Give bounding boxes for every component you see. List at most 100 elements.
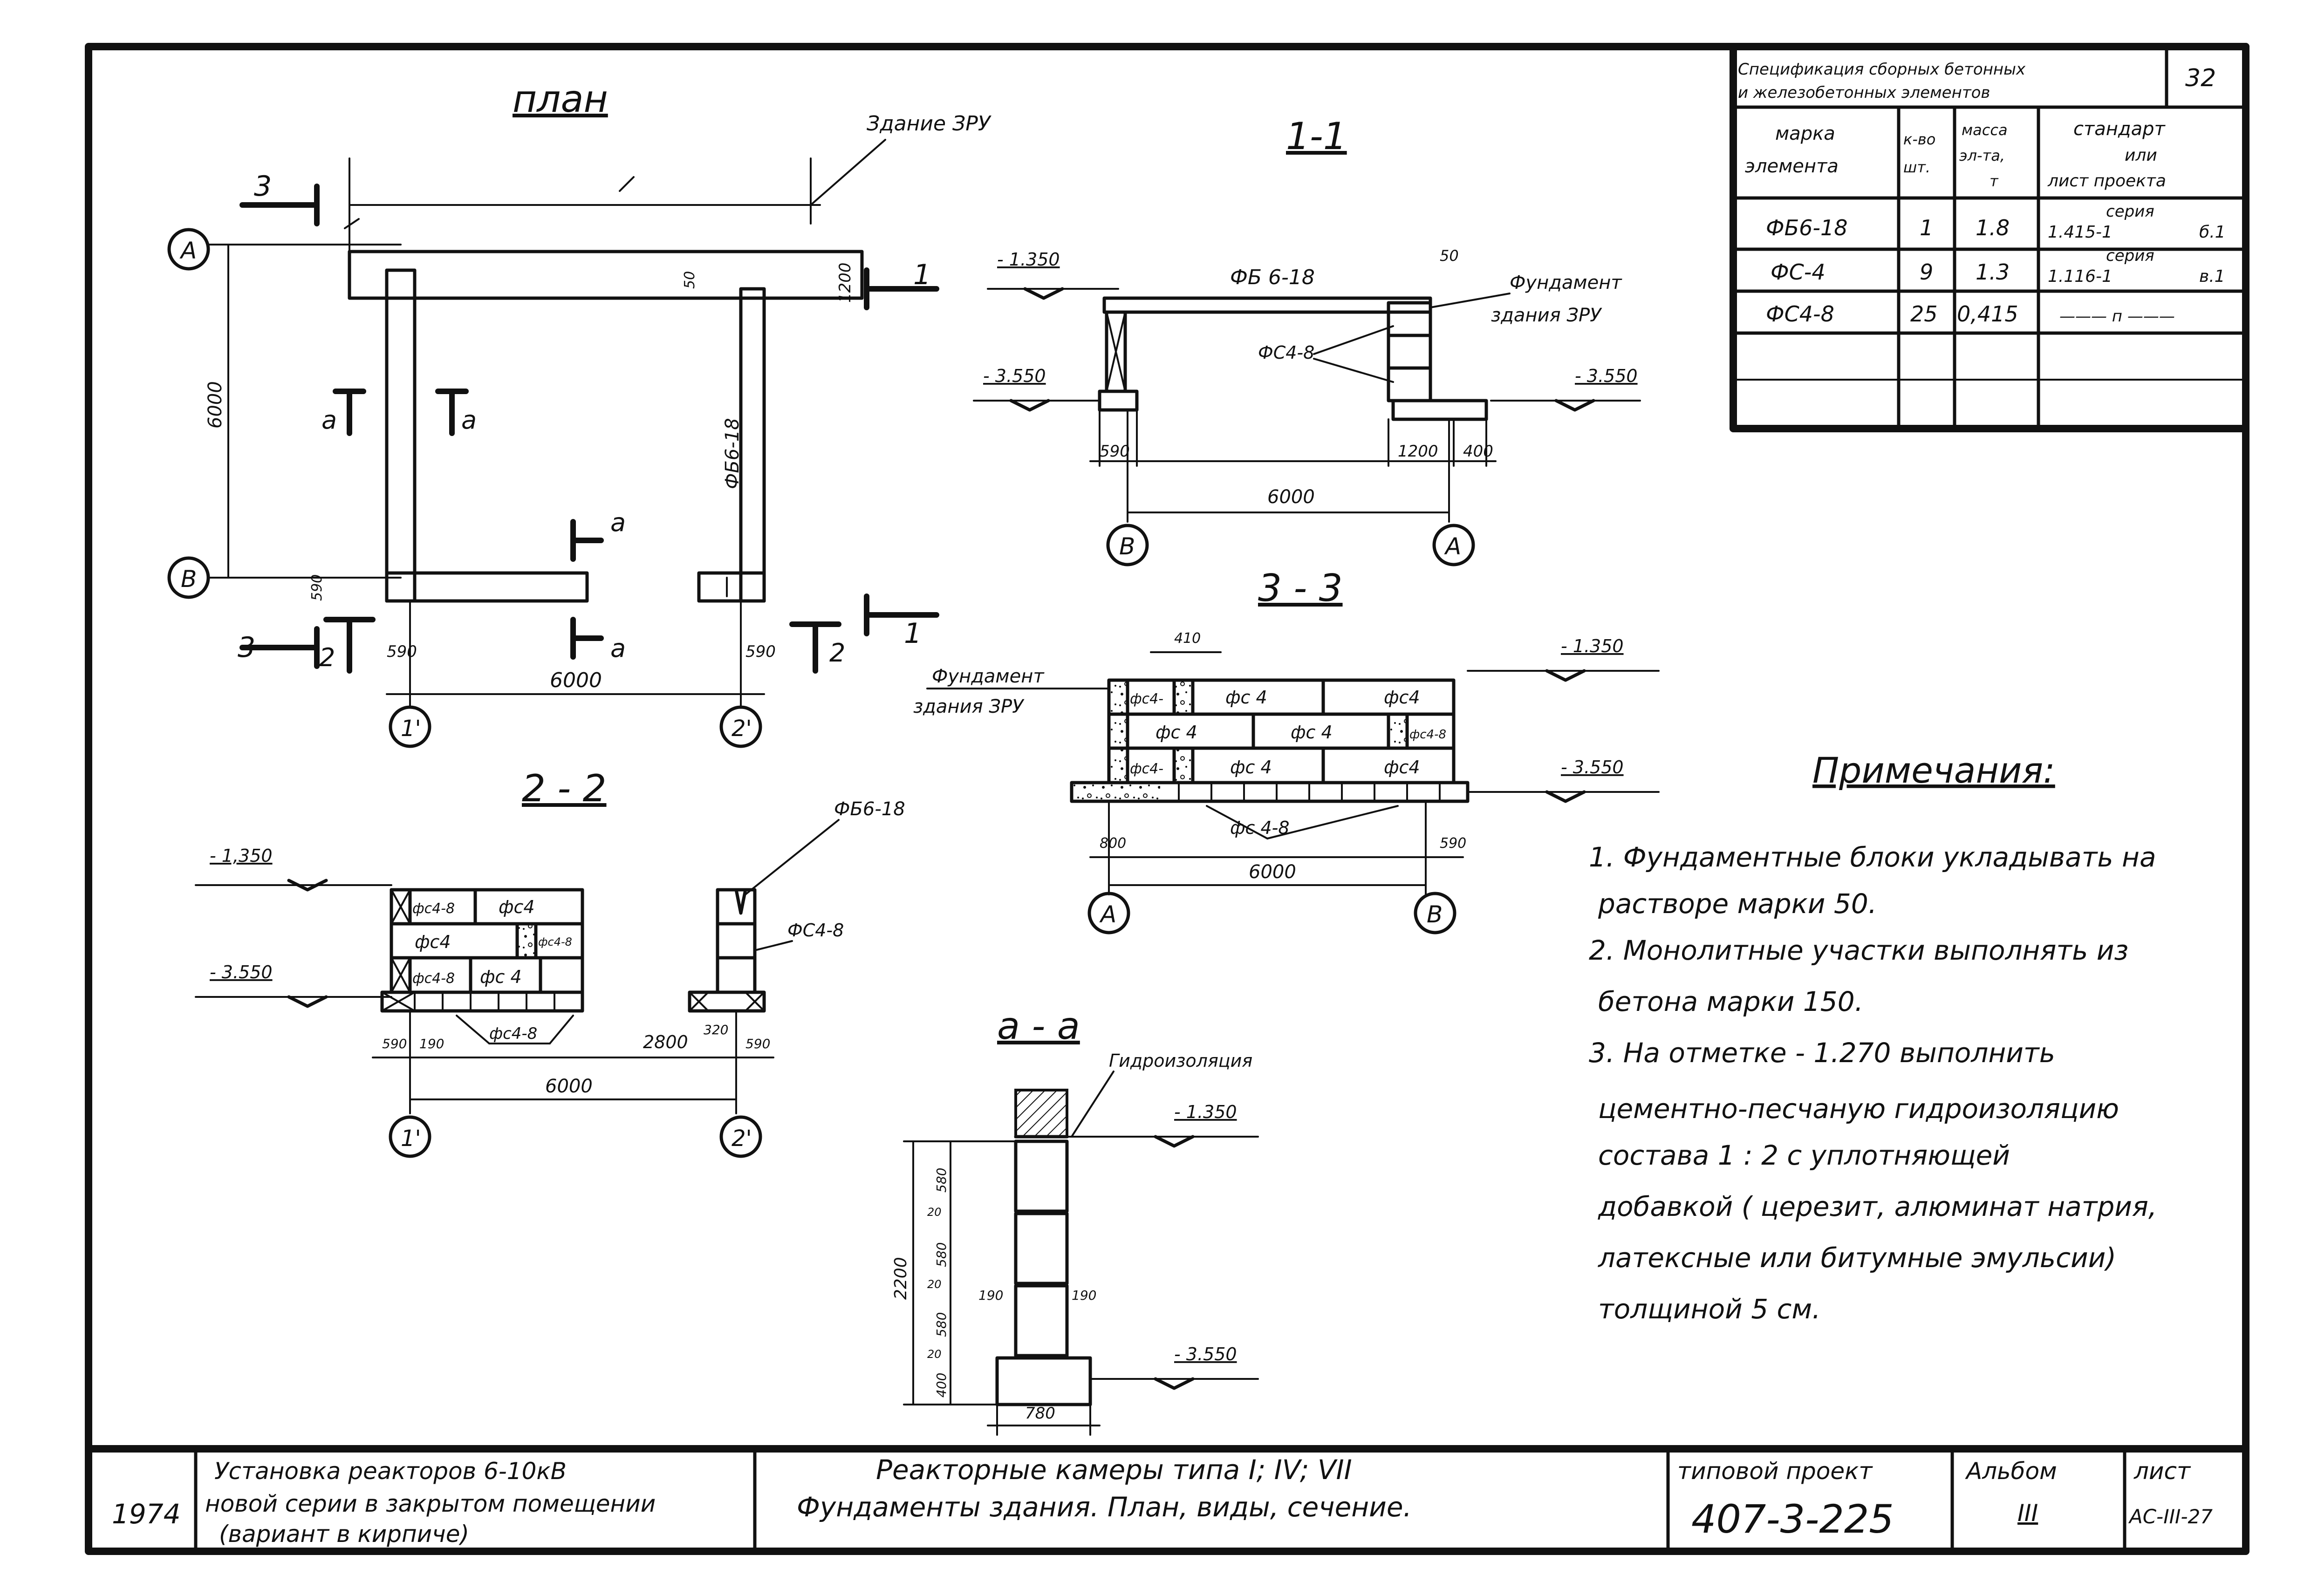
s22-right-pier [716, 888, 757, 994]
right-wall [739, 287, 766, 603]
plan-dim-590-r: 590 [745, 642, 776, 661]
note-line: бетона марки 150. [1598, 986, 1863, 1017]
section-a-a-title: а - а [997, 1004, 1080, 1048]
s33-axis-A: А [1099, 901, 1116, 928]
title-block: 1974 Установка реакторов 6-10кВ новой се… [112, 1454, 2213, 1548]
s22-block: фс4-8 [412, 970, 455, 987]
spec-title-2: и железобетонных элементов [1738, 83, 1990, 102]
s11-dim-6000: 6000 [1267, 486, 1315, 508]
spec-row-mass: 1.3 [1976, 259, 2010, 285]
cut-2-left: 2 [319, 643, 335, 672]
s11-left-footing [1098, 389, 1139, 412]
s22-dim-2800: 2800 [643, 1032, 688, 1052]
s22-block: фс 4 [480, 967, 522, 987]
aa-dim-v: 20 [927, 1206, 942, 1219]
s33-elev-bot: - 3.550 [1561, 757, 1624, 778]
s11-elev-bot-left: - 3.550 [983, 366, 1046, 386]
spec-row-std: серия [2106, 246, 2154, 265]
cut-a-top: а [610, 508, 626, 537]
tb-project-label: типовой проект [1677, 1458, 1873, 1485]
s33-block: фс4 [1384, 757, 1420, 778]
note-line: состава 1 : 2 с уплотняющей [1598, 1139, 2010, 1171]
section-3-3: 3 - 3 - 1.350 - 3.550 фс4- фс 4 фс4 фс 4… [913, 566, 1660, 934]
s33-block: фс4 [1384, 687, 1420, 708]
s33-block: фс 4 [1156, 722, 1197, 743]
section-1-1-title: 1-1 [1286, 115, 1347, 158]
aa-dim-780: 780 [1025, 1404, 1055, 1423]
s22-dim-590-r: 590 [745, 1036, 770, 1051]
aa-elev-bot: - 3.550 [1174, 1344, 1237, 1364]
spec-header-std: стандарт [2073, 118, 2166, 140]
s11-dim-590: 590 [1100, 442, 1130, 461]
s33-block: фс 4 [1230, 757, 1272, 778]
s11-foundation-label-2: здания ЗРУ [1491, 305, 1602, 326]
s22-elev-top: - 1,350 [210, 846, 273, 866]
spec-row-mark: ФС-4 [1771, 259, 1826, 285]
axis-1-label: 1' [401, 716, 421, 742]
spec-header-mass: т [1990, 172, 1999, 190]
cut-a-left: а [321, 405, 337, 435]
spec-row-mark: ФС4-8 [1766, 301, 1834, 327]
tb-album-label: Альбом [1965, 1458, 2057, 1485]
building-leader [810, 139, 886, 206]
aa-dim-v: 20 [927, 1278, 942, 1291]
cut-3-bottom: 3 [238, 631, 255, 664]
aa-dim-v: 580 [934, 1242, 949, 1267]
spec-header-qty: к-во [1903, 130, 1935, 148]
axis-A-circle [167, 228, 210, 271]
s11-dim-400: 400 [1463, 442, 1493, 461]
aa-dim-v: 400 [934, 1373, 949, 1398]
s33-foundation-label-1: Фундамент [932, 666, 1045, 687]
cut-a-right: а [461, 405, 477, 435]
s33-block: фс 4 [1291, 722, 1333, 743]
s22-block: фс4-8 [412, 900, 455, 917]
s33-elev-top: - 1.350 [1561, 636, 1624, 656]
spec-header-qty: шт. [1903, 158, 1930, 176]
spec-row-qty: 25 [1910, 301, 1938, 327]
aa-block-1 [1014, 1139, 1069, 1213]
s33-dim-590: 590 [1440, 835, 1466, 852]
aa-dim-190-r: 190 [1072, 1288, 1096, 1303]
s33-block: фс4- [1130, 761, 1163, 777]
notes-block: Примечания: 1. Фундаментные блоки уклады… [1589, 750, 2157, 1325]
cut-3-top: 3 [254, 170, 272, 203]
note-line: 2. Монолитные участки выполнять из [1589, 934, 2128, 966]
s22-block: фс4-8 [538, 935, 572, 948]
spec-row-std: б.1 [2199, 223, 2226, 242]
zru-building-slab [348, 250, 864, 300]
tb-main-1: Реакторные камеры типа I; IV; VII [876, 1454, 1352, 1486]
s22-dim-6000: 6000 [545, 1076, 593, 1097]
s22-footing [380, 990, 584, 1013]
bottom-wall [385, 571, 589, 603]
spec-row-qty: 9 [1920, 259, 1933, 285]
spec-row-qty: 1 [1920, 215, 1933, 240]
s33-foundation-label-2: здания ЗРУ [913, 696, 1025, 717]
note-line: 3. На отметке - 1.270 выполнить [1589, 1037, 2055, 1069]
plan-dim-50: 50 [682, 271, 698, 289]
s22-block: фс4 [415, 932, 451, 952]
s22-beam-label: ФБ6-18 [834, 798, 905, 820]
spec-header-std: или [2125, 146, 2157, 165]
tb-sheet-no: АС-III-27 [2128, 1505, 2213, 1528]
tb-year: 1974 [112, 1498, 181, 1530]
note-line: латексные или битумные эмульсии) [1598, 1242, 2116, 1274]
spec-row-mark: ФБ6-18 [1766, 215, 1848, 240]
plan-dim-6000-h: 6000 [550, 668, 602, 692]
s11-block-label: ФС4-8 [1258, 342, 1314, 363]
section-a-a: а - а Гидроизоляция - 1.350 - 3.550 2200… [891, 1004, 1259, 1436]
plan-dim-590-side: 590 [309, 574, 325, 601]
axis-A-label: А [179, 237, 197, 264]
plan-beam-label: ФБ6-18 [722, 418, 743, 489]
aa-dim-v: 20 [927, 1348, 942, 1361]
spec-row-std: в.1 [2199, 267, 2225, 286]
spec-row-std: 1.116-1 [2048, 267, 2113, 286]
s22-block: фс4 [499, 897, 535, 917]
spec-row-mass: 1.8 [1976, 215, 2010, 240]
s11-dim-1200: 1200 [1398, 442, 1438, 461]
s22-block-label: ФС4-8 [787, 920, 844, 941]
section-3-3-title: 3 - 3 [1258, 566, 1343, 610]
s33-footing-joints [1178, 782, 1441, 802]
aa-dim-v: 580 [934, 1312, 949, 1337]
s33-axis-B: В [1427, 901, 1443, 928]
